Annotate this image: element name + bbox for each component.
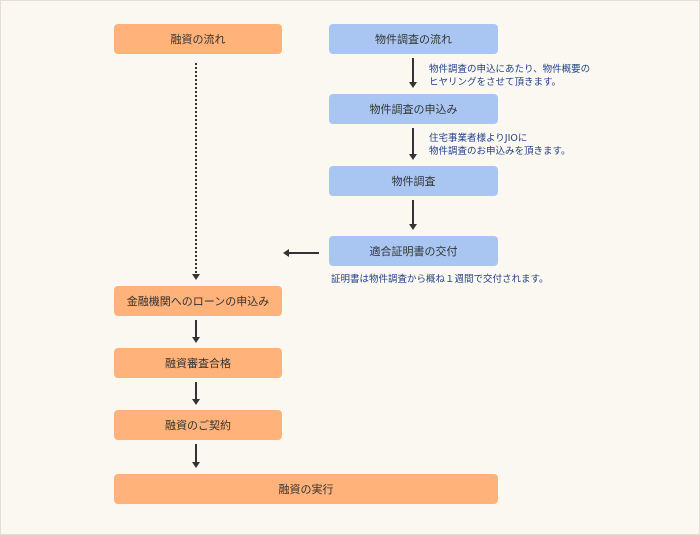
loan-application-box: 金融機関へのローンの申込み bbox=[114, 286, 282, 316]
note-jio-line2: 物件調査のお申込みを頂きます。 bbox=[429, 146, 571, 157]
note-jio-request: 住宅事業者様よりJIOに 物件調査のお申込みを頂きます。 bbox=[429, 132, 571, 158]
arrow-line-left bbox=[289, 252, 319, 254]
loan-execution-box: 融資の実行 bbox=[114, 474, 498, 504]
arrow-line-r3 bbox=[412, 200, 414, 224]
arrow-line-3 bbox=[195, 444, 197, 462]
inspection-flow-title-box: 物件調査の流れ bbox=[329, 24, 498, 54]
dotted-connector bbox=[195, 63, 197, 273]
arrow-line-r1 bbox=[412, 58, 414, 82]
arrow-line-r2 bbox=[412, 128, 414, 154]
note-hearing: 物件調査の申込にあたり、物件概要の ヒヤリングをさせて頂きます。 bbox=[429, 63, 590, 89]
dotted-arrowhead bbox=[192, 274, 200, 280]
loan-execution-label: 融資の実行 bbox=[278, 483, 334, 496]
loan-review-label: 融資審査合格 bbox=[165, 357, 231, 370]
inspection-flow-title: 物件調査の流れ bbox=[375, 33, 452, 46]
inspection-application-label: 物件調査の申込み bbox=[369, 103, 458, 116]
inspection-application-box: 物件調査の申込み bbox=[329, 94, 498, 124]
arrow-line-1 bbox=[195, 320, 197, 337]
inspection-box: 物件調査 bbox=[329, 166, 498, 196]
arrowhead-r3 bbox=[409, 224, 417, 230]
loan-review-box: 融資審査合格 bbox=[114, 348, 282, 378]
loan-application-label: 金融機関へのローンの申込み bbox=[126, 295, 270, 308]
loan-contract-label: 融資のご契約 bbox=[165, 419, 231, 432]
note-jio-line1: 住宅事業者様よりJIOに bbox=[429, 133, 528, 144]
certificate-issue-box: 適合証明書の交付 bbox=[329, 236, 498, 266]
note-certificate: 証明書は物件調査から概ね１週間で交付されます。 bbox=[331, 273, 549, 286]
arrow-line-2 bbox=[195, 382, 197, 399]
arrowhead-2 bbox=[192, 399, 200, 405]
arrowhead-left bbox=[283, 249, 289, 257]
note-hearing-line2: ヒヤリングをさせて頂きます。 bbox=[429, 77, 562, 88]
arrowhead-r1 bbox=[409, 82, 417, 88]
note-hearing-line1: 物件調査の申込にあたり、物件概要の bbox=[429, 64, 591, 75]
certificate-issue-label: 適合証明書の交付 bbox=[369, 245, 458, 258]
arrowhead-3 bbox=[192, 462, 200, 468]
loan-flow-title-box: 融資の流れ bbox=[114, 24, 282, 54]
loan-contract-box: 融資のご契約 bbox=[114, 410, 282, 440]
note-certificate-text: 証明書は物件調査から概ね１週間で交付されます。 bbox=[331, 274, 549, 285]
loan-flow-title: 融資の流れ bbox=[170, 33, 226, 46]
inspection-label: 物件調査 bbox=[391, 175, 436, 188]
arrowhead-1 bbox=[192, 337, 200, 343]
arrowhead-r2 bbox=[409, 154, 417, 160]
